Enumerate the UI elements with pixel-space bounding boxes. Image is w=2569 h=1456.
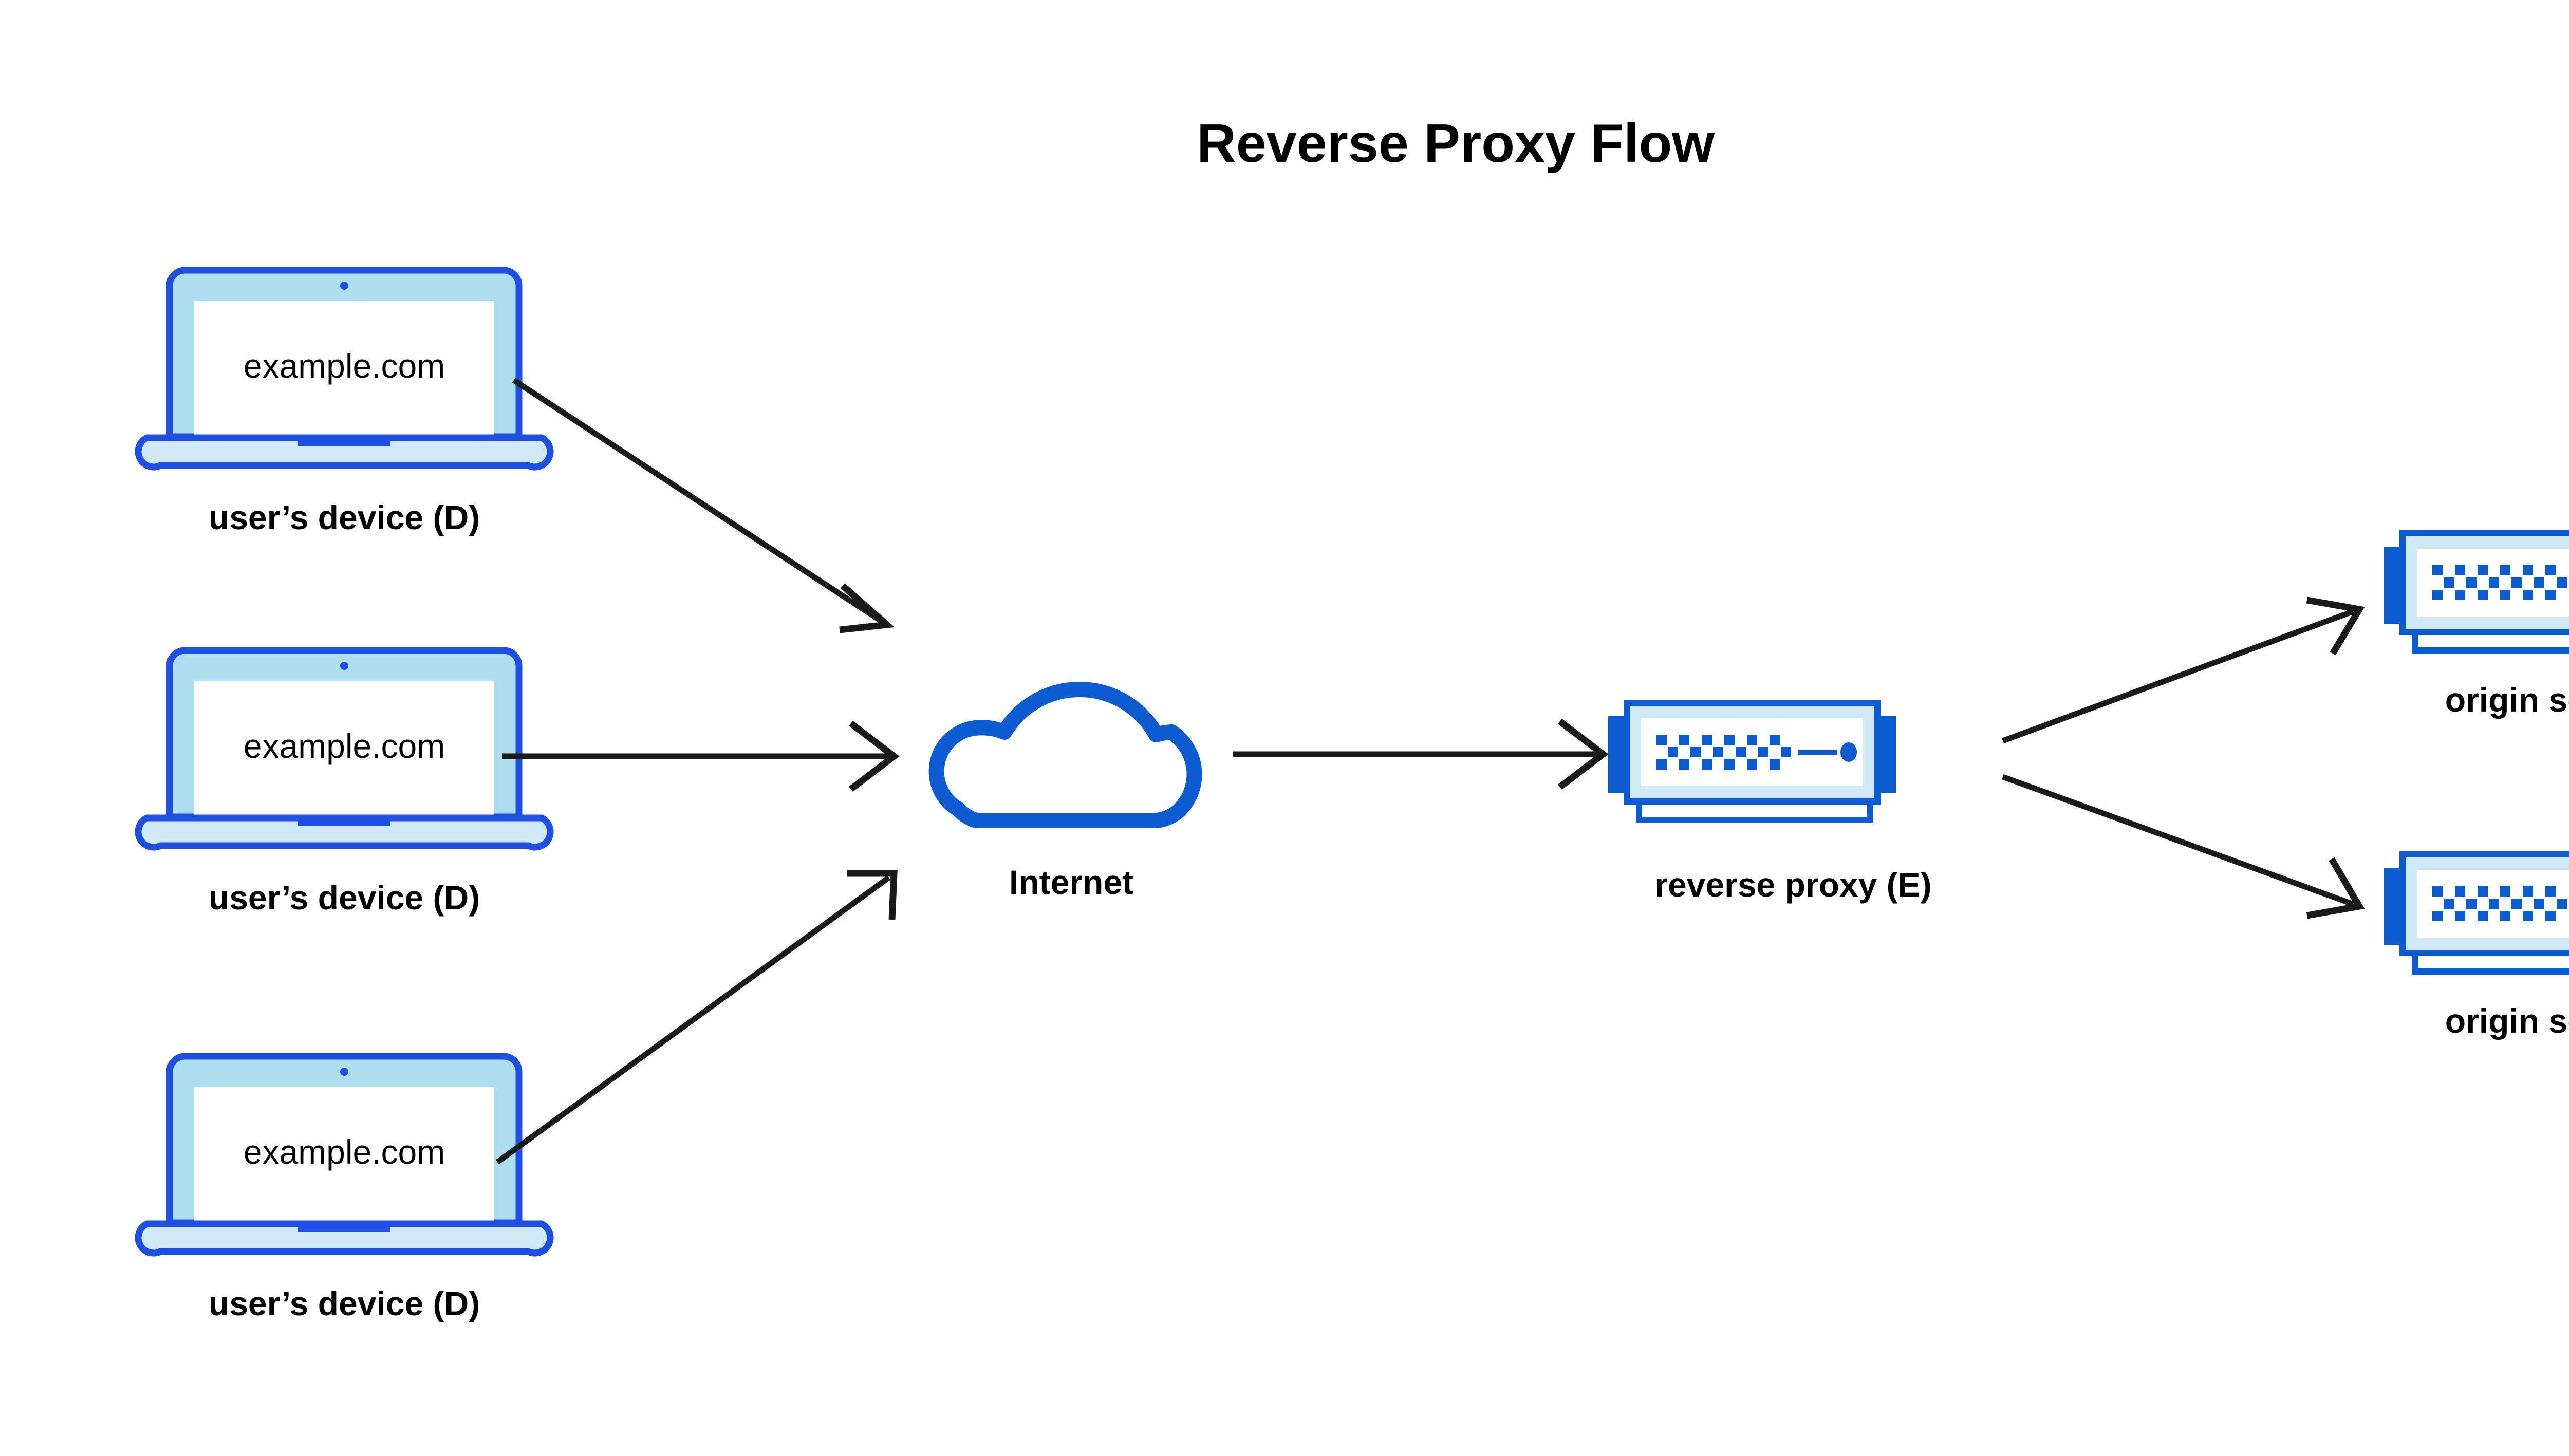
origin-server-node-top[interactable]: origin server (F)	[2384, 533, 2569, 719]
server-icon	[2384, 854, 2569, 972]
page-title: Reverse Proxy Flow	[1197, 113, 1715, 174]
client-node-top[interactable]: example.com user’s device (D)	[138, 270, 550, 536]
client-node-bottom[interactable]: example.com user’s device (D)	[138, 1056, 550, 1322]
edge-proxy-to-origin-top	[2002, 596, 2365, 744]
origin-label-top: origin server (F)	[2445, 681, 2569, 719]
client-label-top: user’s device (D)	[209, 498, 480, 536]
origin-label-bottom: origin server (F)	[2445, 1002, 2569, 1040]
client-label-bottom: user’s device (D)	[209, 1284, 480, 1322]
edge-proxy-to-origin-bottom	[2002, 774, 2365, 919]
client-screen-url: example.com	[244, 727, 445, 765]
server-icon	[2384, 533, 2569, 650]
server-icon	[1608, 703, 1896, 820]
internet-node[interactable]: Internet	[937, 689, 1195, 901]
edge-client-middle-to-internet	[502, 720, 900, 792]
reverse-proxy-node[interactable]: reverse proxy (E)	[1608, 703, 1932, 904]
edge-internet-to-proxy	[1233, 718, 1609, 790]
internet-label: Internet	[1009, 863, 1133, 901]
cloud-icon	[937, 689, 1195, 820]
reverse-proxy-label: reverse proxy (E)	[1654, 866, 1931, 904]
client-label-middle: user’s device (D)	[209, 879, 480, 917]
origin-server-node-bottom[interactable]: origin server (F)	[2384, 854, 2569, 1040]
client-node-middle[interactable]: example.com user’s device (D)	[138, 650, 550, 917]
edge-client-bottom-to-internet	[495, 870, 898, 1165]
edge-client-top-to-internet	[512, 378, 895, 633]
client-screen-url: example.com	[244, 1133, 445, 1171]
client-screen-url: example.com	[244, 347, 445, 385]
